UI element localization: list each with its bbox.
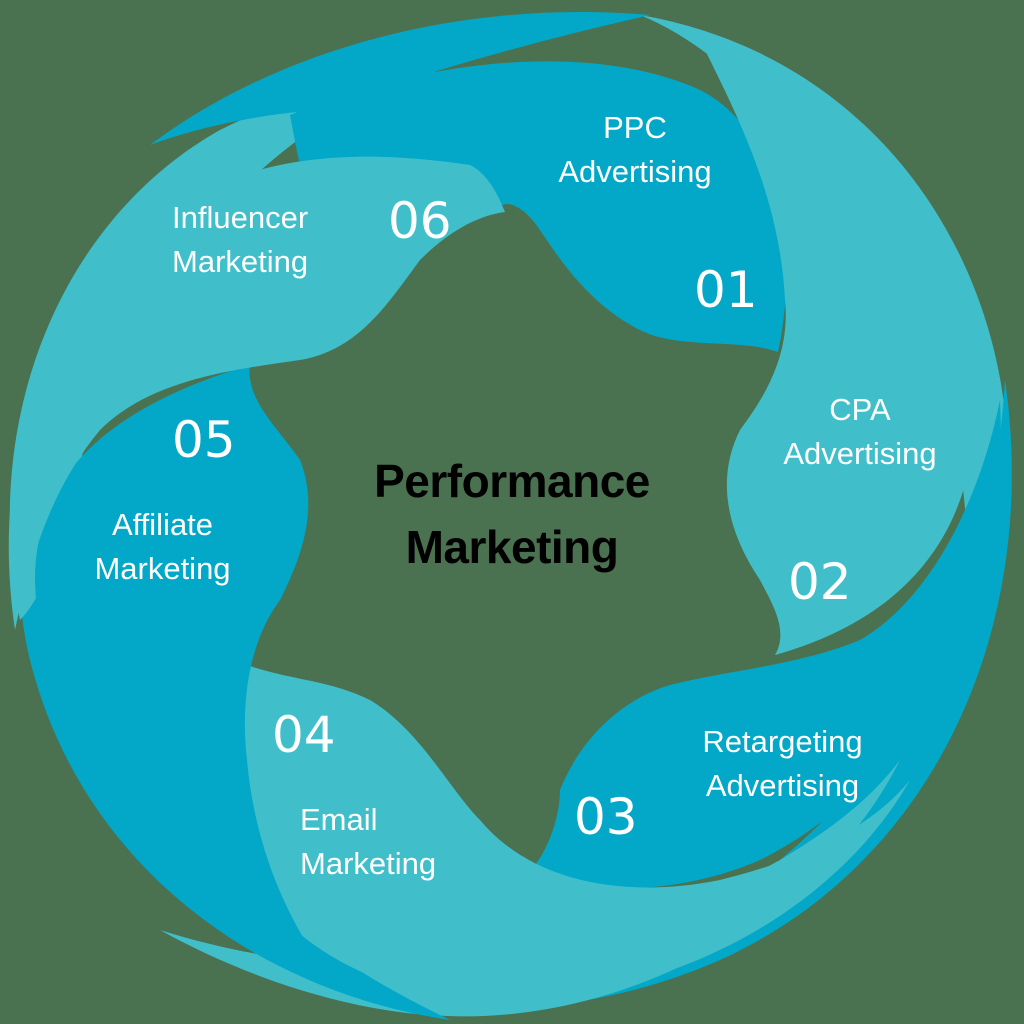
segment-01-label: PPC Advertising <box>540 106 730 194</box>
segment-01-label-line2: Advertising <box>558 154 712 189</box>
petal-06 <box>8 156 506 630</box>
petal-01 <box>290 61 787 353</box>
segment-04-label: Email Marketing <box>300 798 436 886</box>
segment-02-label: CPA Advertising <box>765 388 955 476</box>
segment-06-label-line2: Marketing <box>172 244 309 279</box>
segment-06-label-line1: Influencer <box>172 200 309 235</box>
segment-05-label-line1: Affiliate <box>111 507 214 542</box>
petal-03 <box>525 400 1001 889</box>
petal-02 <box>700 40 976 655</box>
segment-02-number: 02 <box>788 553 852 611</box>
segment-02-label-line2: Advertising <box>783 436 937 471</box>
segment-06-number: 06 <box>388 192 452 250</box>
center-title-line2: Marketing <box>405 521 619 573</box>
segment-05-label-line2: Marketing <box>94 551 231 586</box>
segment-03-label-line1: Retargeting <box>702 724 863 759</box>
center-title: Performance Marketing <box>312 448 712 580</box>
segment-06-label: Influencer Marketing <box>172 196 308 284</box>
segment-04-label-line1: Email <box>300 802 378 837</box>
center-title-line1: Performance <box>374 455 650 507</box>
segment-03-label: Retargeting Advertising <box>680 720 885 808</box>
segment-01-label-line1: PPC <box>603 110 667 145</box>
segment-02-label-line1: CPA <box>829 392 891 427</box>
petal-04 <box>237 665 910 1001</box>
segment-04-label-line2: Marketing <box>300 846 437 881</box>
segment-04-number: 04 <box>272 706 336 764</box>
segment-05-number: 05 <box>172 411 236 469</box>
segment-01-number: 01 <box>694 261 758 319</box>
segment-05-label: Affiliate Marketing <box>70 503 255 591</box>
petal-05 <box>35 365 340 990</box>
segment-03-label-line2: Advertising <box>705 768 860 803</box>
segment-03-number: 03 <box>574 788 638 846</box>
